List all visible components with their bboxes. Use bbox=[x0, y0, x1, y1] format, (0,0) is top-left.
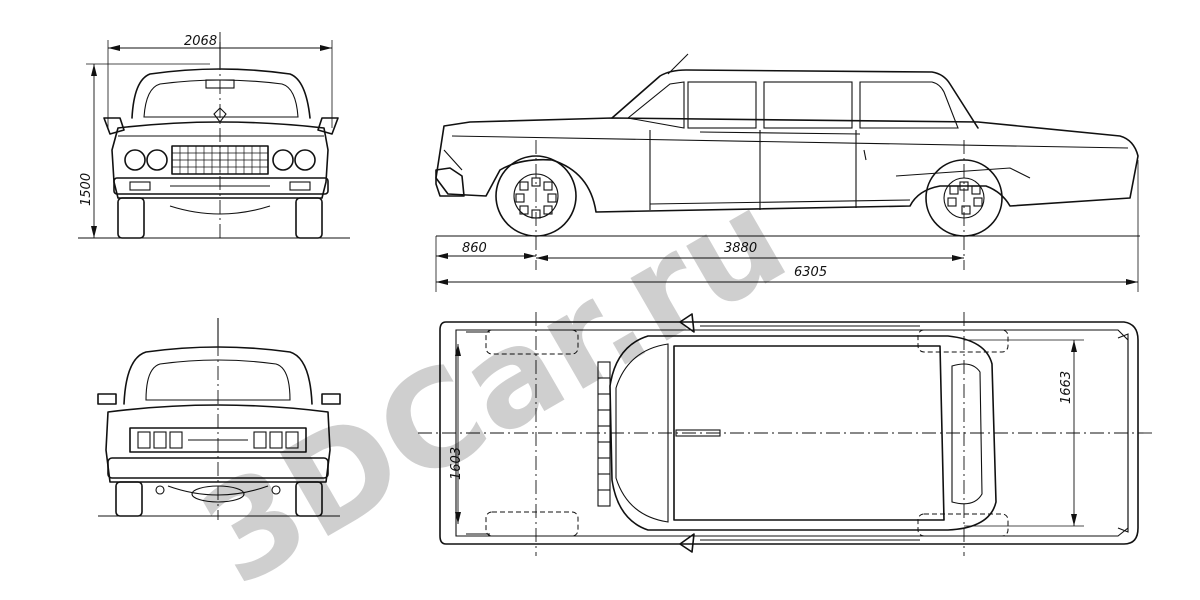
front-view bbox=[78, 32, 350, 240]
wheelbase-dimension: 3880 bbox=[536, 241, 964, 261]
rear-track-label: 1663 bbox=[1059, 371, 1074, 404]
overall-length-dimension: 6305 bbox=[436, 160, 1139, 292]
front-track-label: 1603 bbox=[449, 447, 464, 480]
front-width-label: 2068 bbox=[184, 34, 217, 49]
watermark: 3DCar.ru bbox=[177, 161, 811, 600]
front-overhang-label: 860 bbox=[462, 241, 487, 256]
wheelbase-label: 3880 bbox=[724, 241, 757, 256]
overall-length-label: 6305 bbox=[794, 265, 827, 280]
top-view bbox=[418, 312, 1152, 556]
front-height-dimension: 1500 bbox=[79, 63, 210, 238]
front-height-label: 1500 bbox=[79, 173, 94, 206]
front-overhang-dimension: 860 bbox=[435, 236, 536, 292]
rear-track-dimension: 1663 bbox=[964, 339, 1084, 527]
front-track-dimension: 1603 bbox=[449, 344, 464, 524]
rear-view bbox=[97, 318, 341, 520]
front-width-dimension: 2068 bbox=[107, 34, 333, 128]
side-view bbox=[435, 53, 1140, 270]
